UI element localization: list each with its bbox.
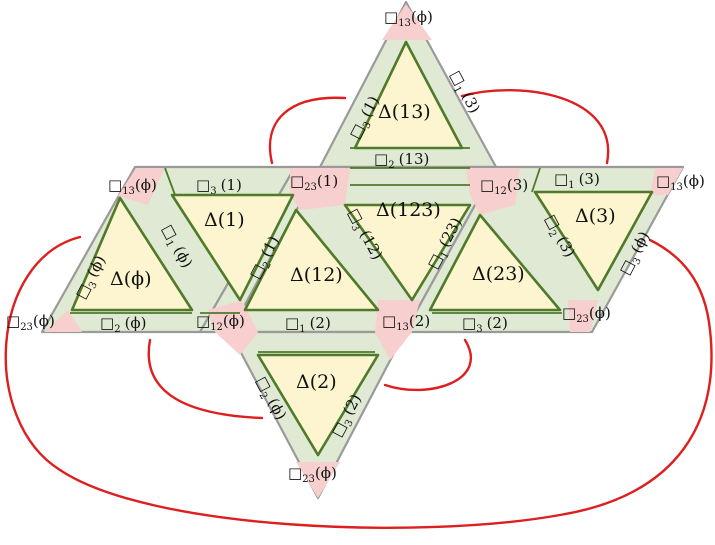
label-delta-1: Δ(1) <box>204 209 245 231</box>
triangle-3 <box>533 190 654 292</box>
label-delta-23: Δ(23) <box>472 263 525 285</box>
corner-region-right-top <box>650 168 683 195</box>
label-delta-13: Δ(13) <box>378 101 431 123</box>
edge-label-box1-3: □1(3) <box>554 170 600 191</box>
triangle-13 <box>353 40 464 150</box>
corner-region-13-2 <box>375 300 420 360</box>
triangle-2 <box>256 353 380 457</box>
edge-label-box1-2: □1(2) <box>285 314 331 335</box>
triangle-labels: Δ(ϕ) Δ(1) Δ(12) Δ(123) Δ(13) Δ(23) Δ(3) … <box>110 101 616 393</box>
triangle-123 <box>343 203 472 302</box>
triangle-phi <box>70 196 194 312</box>
corner-region-top <box>382 4 432 40</box>
corner-label-12-phi: □12(ϕ) <box>196 312 245 333</box>
corner-label-13-phi-right: □13(ϕ) <box>656 172 705 193</box>
separators <box>70 147 562 353</box>
corner-label-13-phi-top: □13(ϕ) <box>384 8 433 29</box>
curve-top-left <box>268 96 347 165</box>
corner-region-23-phi-right <box>568 300 598 332</box>
corner-region-12-3 <box>466 168 520 215</box>
yellow-triangles <box>70 40 654 457</box>
red-curves <box>4 88 713 529</box>
corner-label-23-phi-right: □23(ϕ) <box>562 304 611 325</box>
curve-mid-right <box>383 338 473 392</box>
edge-label-box3-phi-right: □3(ϕ) <box>616 228 656 279</box>
corner-label-23-1: □23(1) <box>290 172 338 193</box>
curve-left-bottom <box>147 338 264 420</box>
edge-label-box2-13: □2(13) <box>374 150 429 171</box>
edge-label-box2-phi: □2(ϕ) <box>100 314 147 335</box>
edge-label-box3-2: □3(2) <box>462 314 508 335</box>
corner-label-12-3: □12(3) <box>480 176 528 197</box>
corner-region-left-bottom <box>44 310 82 332</box>
label-delta-phi: Δ(ϕ) <box>110 268 152 290</box>
edge-label-box3-1: □3(1) <box>196 176 242 197</box>
label-delta-2: Δ(2) <box>296 371 337 393</box>
label-delta-123: Δ(123) <box>376 199 441 221</box>
label-delta-12: Δ(12) <box>290 264 343 286</box>
corner-region-left-top <box>118 168 165 205</box>
corner-labels: □13(ϕ) □13(ϕ) □23(1) □12(3) □13(ϕ) □23(ϕ… <box>6 8 705 485</box>
corner-region-23-1 <box>290 168 350 210</box>
corner-label-23-phi-bottom: □23(ϕ) <box>288 464 337 485</box>
triangle-12 <box>243 208 380 312</box>
curve-big-loop <box>4 235 713 529</box>
triangle-23 <box>428 213 562 312</box>
corner-label-13-2: □13(2) <box>382 312 430 333</box>
triangle-1 <box>170 193 295 302</box>
label-delta-3: Δ(3) <box>575 205 616 227</box>
corner-region-bottom <box>296 462 340 498</box>
corner-label-13-phi-left: □13(ϕ) <box>108 176 157 197</box>
corner-label-23-phi-left: □23(ϕ) <box>6 312 55 333</box>
curve-top-right <box>460 88 610 165</box>
